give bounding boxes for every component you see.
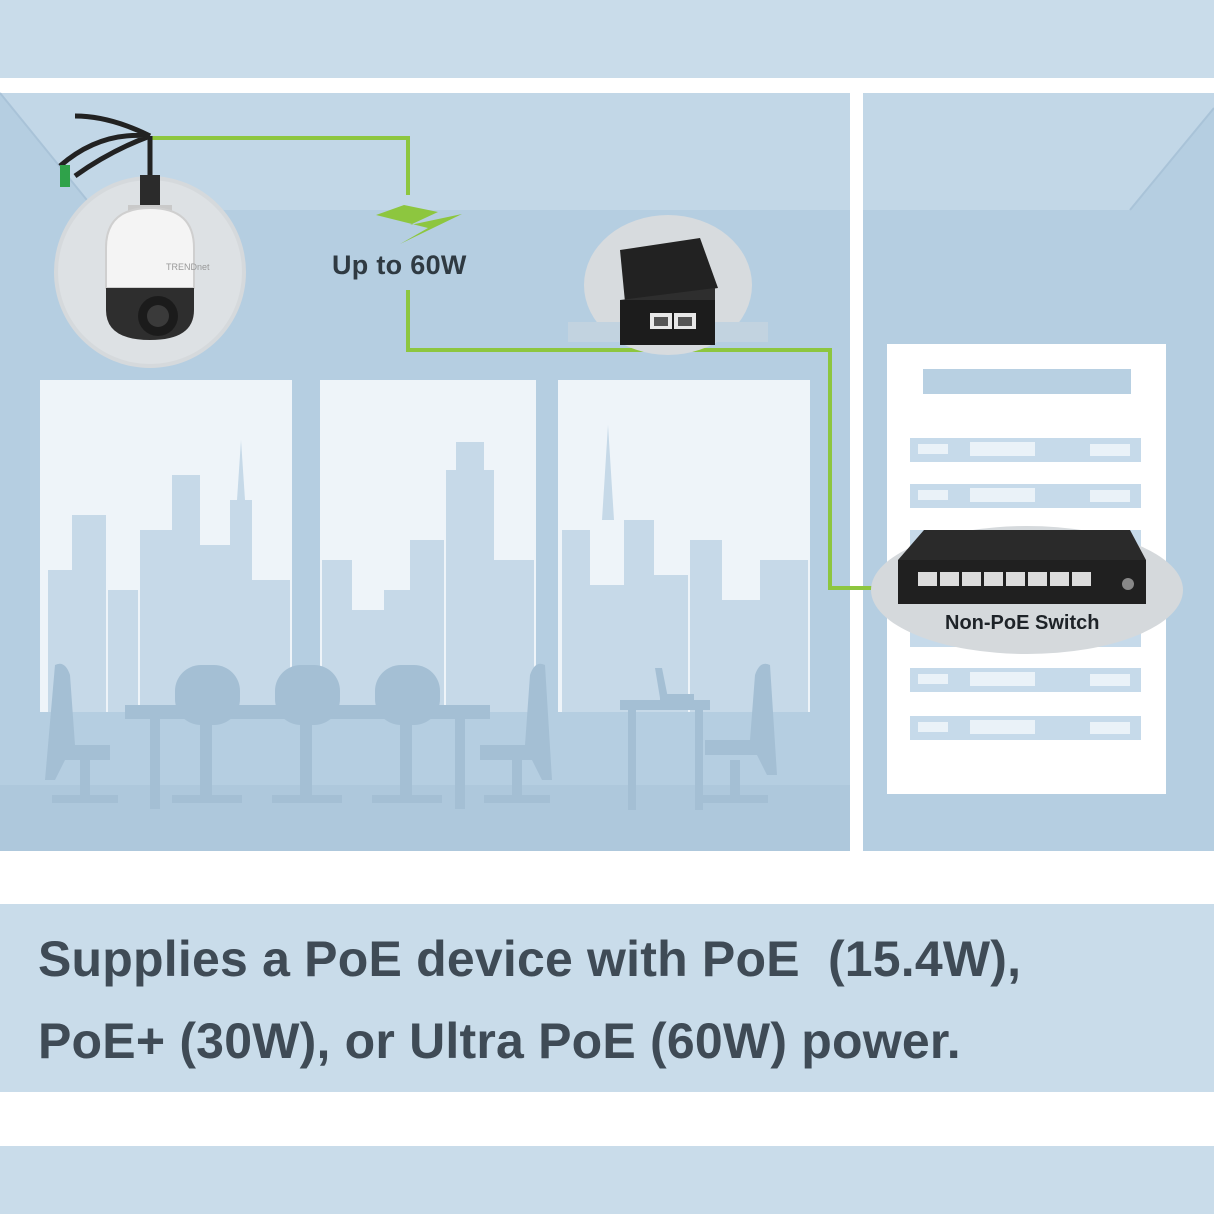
conference-table-and-chairs [45, 663, 777, 810]
floor [0, 785, 850, 851]
top-band [0, 0, 1214, 78]
svg-text:TRENDnet: TRENDnet [166, 262, 210, 272]
caption-band [0, 904, 1214, 1092]
ptz-camera: TRENDnet [54, 113, 246, 368]
caption-line-2: PoE+ (30W), or Ultra PoE (60W) power. [38, 1013, 961, 1069]
lightning-bolt-icon [370, 198, 462, 244]
caption-text: Supplies a PoE device with PoE (15.4W), … [38, 918, 1198, 1082]
bottom-band [0, 1146, 1214, 1214]
non-poe-switch [871, 526, 1183, 654]
city-skyline [48, 425, 808, 712]
switch-label: Non-PoE Switch [945, 612, 1100, 634]
power-rating-label: Up to 60W [332, 250, 467, 280]
poe-injector [568, 215, 768, 355]
ceiling [0, 93, 850, 210]
caption-line-1: Supplies a PoE device with PoE (15.4W), [38, 931, 1022, 987]
